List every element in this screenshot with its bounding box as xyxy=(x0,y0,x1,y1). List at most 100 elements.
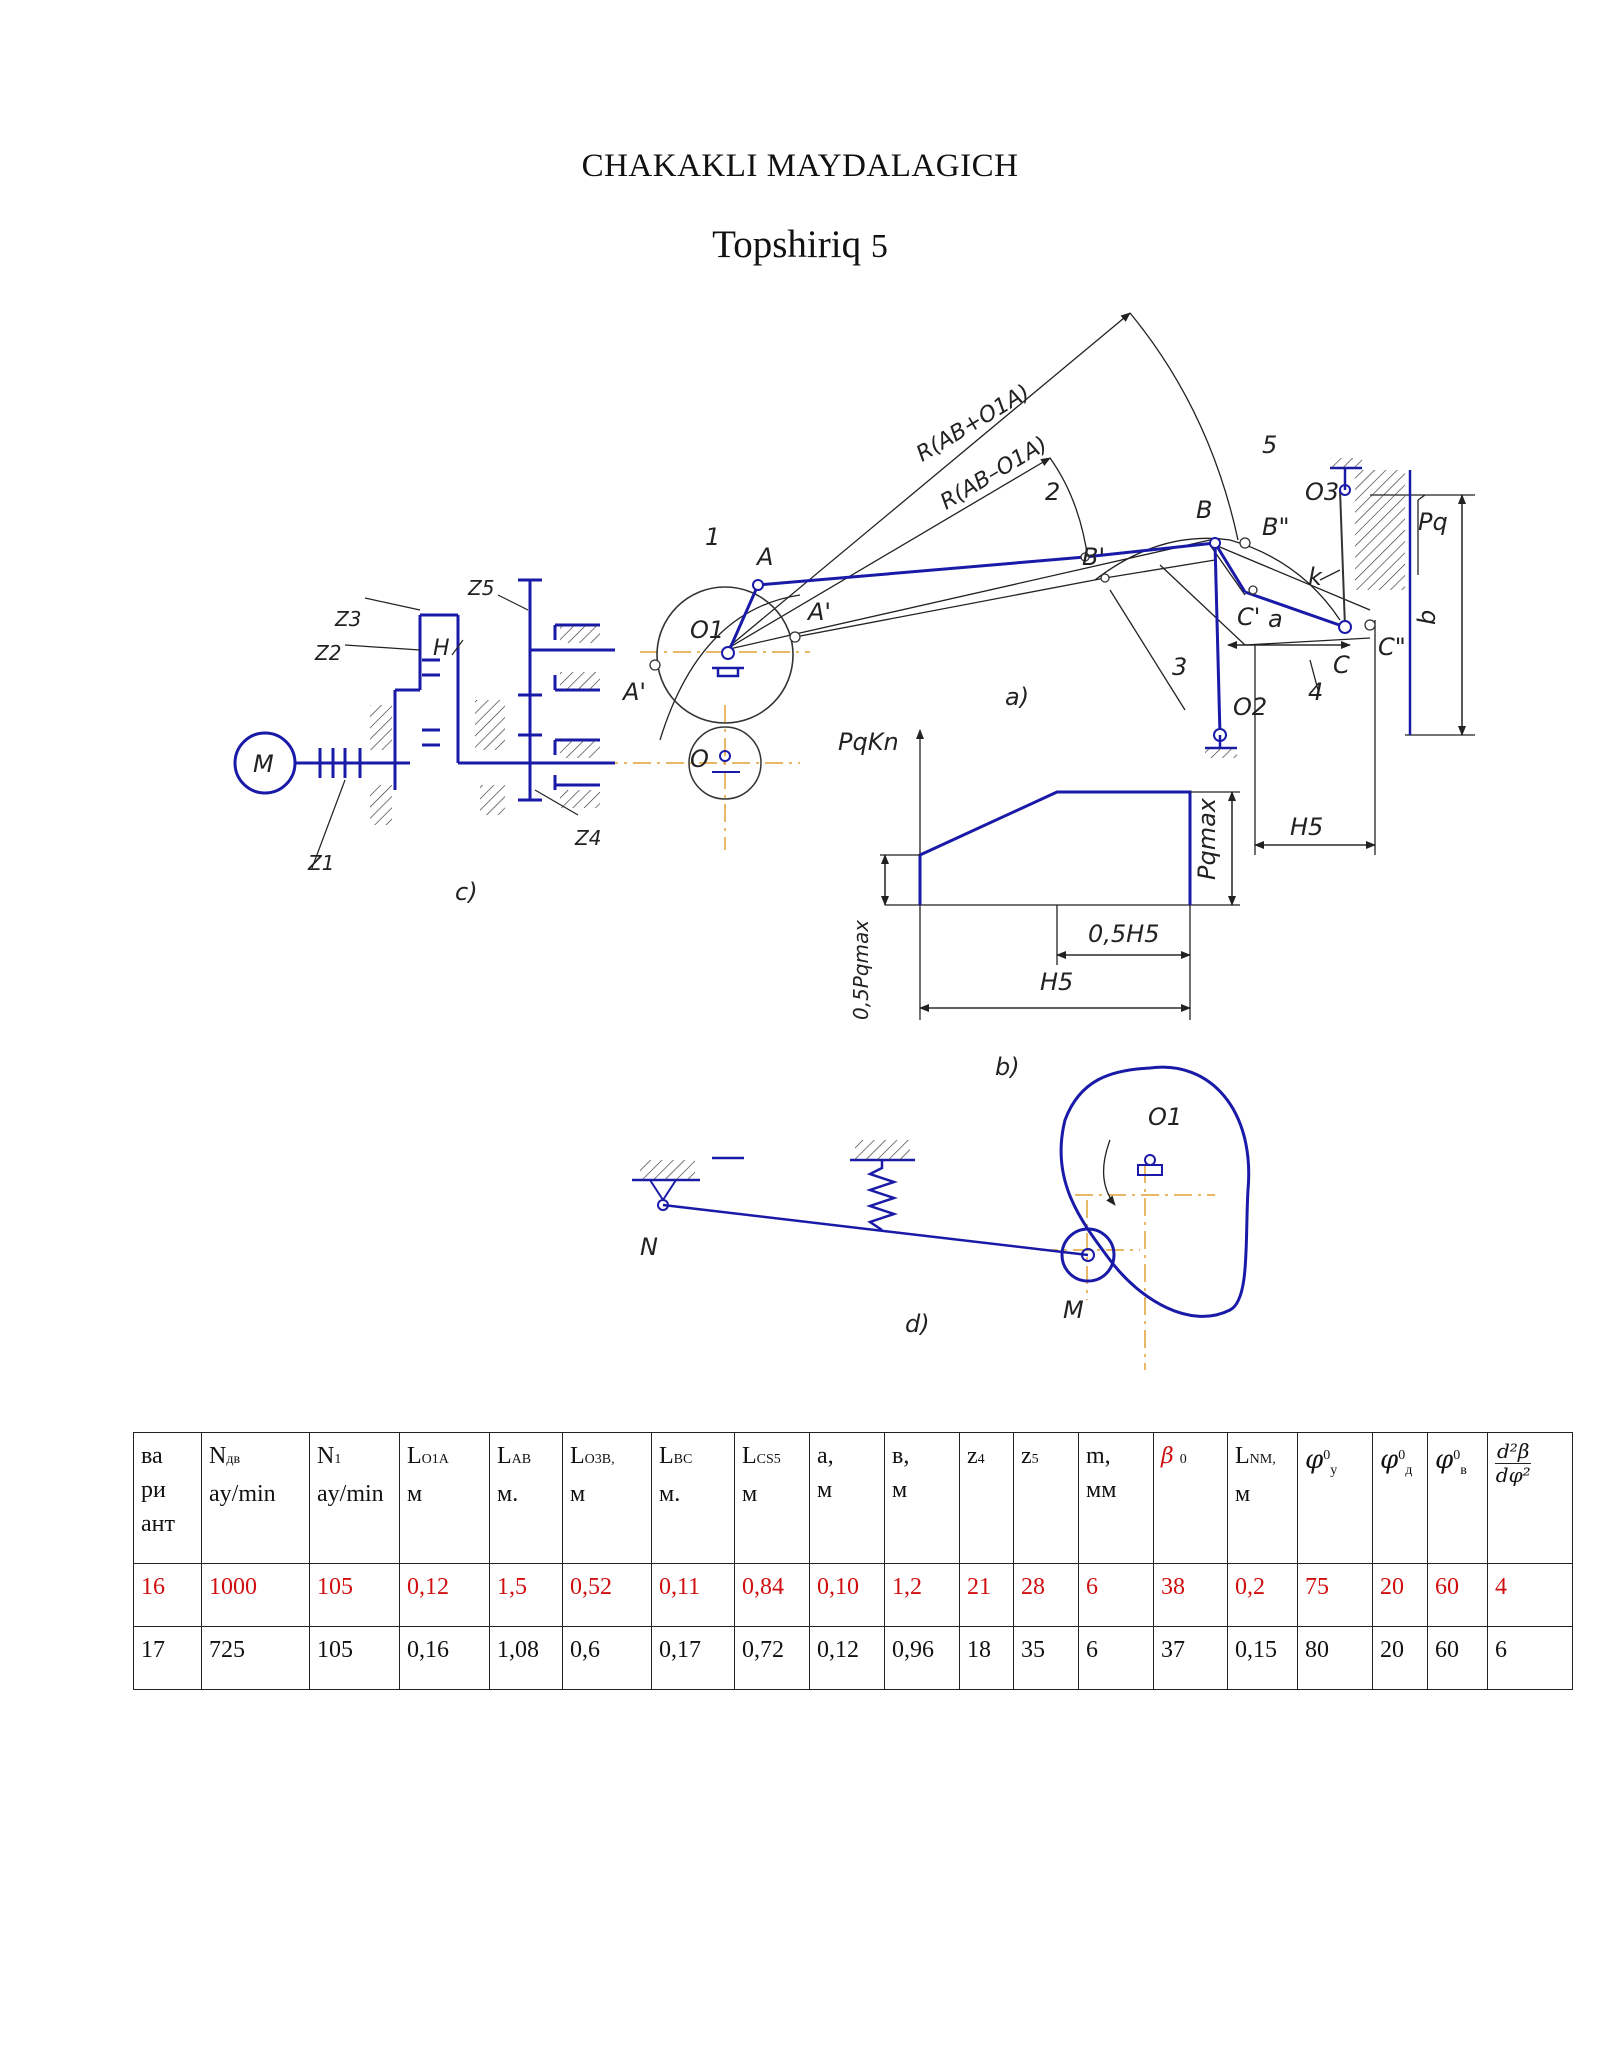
label-O1: O1 xyxy=(690,616,724,644)
jaw-wall-hatch xyxy=(1355,470,1405,590)
label-b: b xyxy=(1413,610,1441,625)
label-O3: O3 xyxy=(1305,478,1339,506)
label-fig-d: d) xyxy=(905,1310,930,1338)
header-b: в,м xyxy=(884,1432,960,1564)
linkage xyxy=(656,470,1412,736)
label-1: 1 xyxy=(705,523,720,551)
label-a: a xyxy=(1268,605,1283,633)
label-half-h5: 0,5H5 xyxy=(1088,920,1159,948)
label-B1: B' xyxy=(1082,543,1105,571)
table-cell: 0,16 xyxy=(399,1626,490,1690)
label-Pq: Pq xyxy=(1418,508,1448,536)
header-l-o3b: LO3B,м xyxy=(562,1432,652,1564)
table-cell: 0,12 xyxy=(399,1563,490,1627)
label-C2: C" xyxy=(1378,633,1406,661)
gear-hatches xyxy=(370,625,600,825)
label-C: C xyxy=(1333,651,1350,679)
label-H: H xyxy=(433,636,450,661)
header-phi-u: φ0у xyxy=(1297,1432,1373,1564)
label-H5-top: H5 xyxy=(1290,813,1323,841)
table-cell: 0,12 xyxy=(809,1626,885,1690)
table-cell: 0,2 xyxy=(1227,1563,1298,1627)
table-cell: 0,6 xyxy=(562,1626,652,1690)
table-cell: 6 xyxy=(1078,1563,1154,1627)
label-z5: Z5 xyxy=(467,576,494,600)
table-cell: 1,08 xyxy=(489,1626,563,1690)
header-z4: z4 xyxy=(959,1432,1014,1564)
label-Pqmax: Pqmax xyxy=(1193,797,1221,880)
header-m: m,мм xyxy=(1078,1432,1154,1564)
header-a: a,м xyxy=(809,1432,885,1564)
table-cell: 6 xyxy=(1487,1626,1573,1690)
table-cell: 80 xyxy=(1297,1626,1373,1690)
table-cell: 60 xyxy=(1427,1626,1488,1690)
subtitle-word: Topshiriq xyxy=(712,223,862,266)
table-cell: 0,15 xyxy=(1227,1626,1298,1690)
page-subtitle: Topshiriq 5 xyxy=(0,222,1600,267)
header-z5: z5 xyxy=(1013,1432,1079,1564)
label-fig-b: b) xyxy=(995,1053,1020,1081)
label-motor-M: M xyxy=(253,750,274,778)
header-l-nm: LNM,м xyxy=(1227,1432,1298,1564)
label-O: O xyxy=(690,745,709,773)
header-phi-v: φ0в xyxy=(1427,1432,1488,1564)
table-row: 16 1000 105 0,12 1,5 0,52 0,11 0,84 0,10… xyxy=(133,1563,1573,1627)
label-N: N xyxy=(640,1233,658,1261)
subtitle-number: 5 xyxy=(870,228,888,265)
table-cell: 18 xyxy=(959,1626,1014,1690)
gear-leaders xyxy=(311,594,579,869)
table-cell: 75 xyxy=(1297,1563,1373,1627)
label-4: 4 xyxy=(1308,678,1323,706)
page-title: CHAKAKLI MAYDALAGICH xyxy=(581,148,1019,184)
label-PqKn: PqKn xyxy=(838,728,899,756)
table-cell: 20 xyxy=(1372,1626,1428,1690)
table-cell: 17 xyxy=(133,1626,202,1690)
table-cell: 16 xyxy=(133,1563,202,1627)
label-B: B xyxy=(1196,496,1212,524)
figure-labels: R(AB+O1A) R(AB–O1A) 1 2 3 4 5 A A' A' B … xyxy=(253,380,1448,1338)
table-cell: 21 xyxy=(959,1563,1014,1627)
table-cell: 0,72 xyxy=(734,1626,810,1690)
label-half-pq: 0,5Pqmax xyxy=(849,920,873,1020)
label-B2: B" xyxy=(1262,513,1290,541)
table-cell: 0,52 xyxy=(562,1563,652,1627)
table-cell: 725 xyxy=(201,1626,310,1690)
label-z2: Z2 xyxy=(314,641,341,665)
label-O1-cam: O1 xyxy=(1148,1103,1182,1131)
table-cell: 105 xyxy=(309,1626,400,1690)
label-H5-bottom: H5 xyxy=(1040,968,1073,996)
table-cell: 0,84 xyxy=(734,1563,810,1627)
table-cell: 6 xyxy=(1078,1626,1154,1690)
label-M-cam: M xyxy=(1063,1296,1084,1324)
table-cell: 105 xyxy=(309,1563,400,1627)
table-row: 17 725 105 0,16 1,08 0,6 0,17 0,72 0,12 … xyxy=(133,1626,1573,1690)
mechanism-drawing: R(AB+O1A) R(AB–O1A) 1 2 3 4 5 A A' A' B … xyxy=(233,312,1475,1370)
gear-train xyxy=(233,578,615,802)
header-beta: β 0 xyxy=(1153,1432,1228,1564)
table-cell: 0,17 xyxy=(651,1626,735,1690)
label-fig-a: a) xyxy=(1005,683,1029,711)
table-cell: 1,5 xyxy=(489,1563,563,1627)
table-cell: 60 xyxy=(1427,1563,1488,1627)
table-cell: 28 xyxy=(1013,1563,1079,1627)
label-z4: Z4 xyxy=(574,826,601,850)
table-cell: 0,11 xyxy=(651,1563,735,1627)
table-cell: 0,96 xyxy=(884,1626,960,1690)
label-3: 3 xyxy=(1172,653,1187,681)
label-A2: A' xyxy=(621,678,646,706)
label-z1: Z1 xyxy=(307,851,334,875)
label-5: 5 xyxy=(1262,431,1277,459)
table-cell: 1000 xyxy=(201,1563,310,1627)
label-z3: Z3 xyxy=(334,607,361,631)
label-A1: A' xyxy=(806,598,831,626)
table-cell: 20 xyxy=(1372,1563,1428,1627)
thin-joints xyxy=(649,537,1376,671)
